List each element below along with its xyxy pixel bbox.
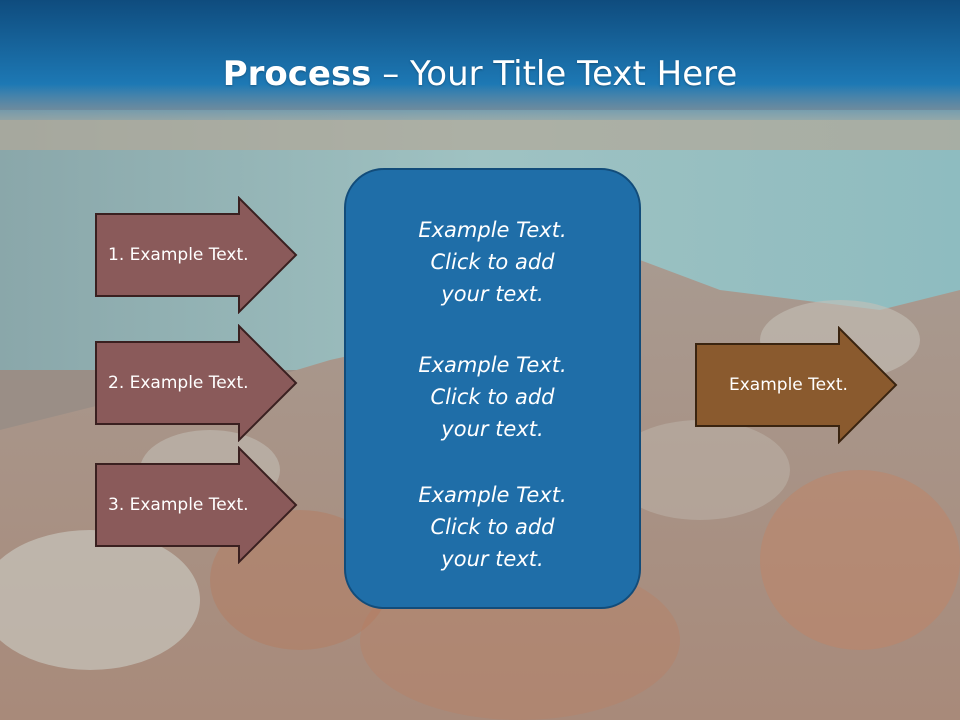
center-text-block-3[interactable]: Example Text. Click to add your text.: [346, 479, 639, 575]
center-text-line: Example Text.: [418, 218, 567, 242]
left-arrow-2[interactable]: 2. Example Text.: [94, 324, 300, 442]
center-text-line: your text.: [441, 417, 544, 441]
title-bold: Process: [222, 54, 372, 94]
center-text-line: your text.: [441, 547, 544, 571]
left-arrow-3-label: 3. Example Text.: [108, 495, 249, 515]
arrow-right-icon: [95, 446, 298, 564]
title-rest: – Your Title Text Here: [371, 54, 738, 94]
left-arrow-1[interactable]: 1. Example Text.: [94, 196, 300, 314]
right-arrow-label: Example Text.: [729, 375, 848, 395]
slide-title: Process – Your Title Text Here: [0, 52, 960, 96]
center-text-line: Click to add: [430, 515, 555, 539]
center-text-block-2[interactable]: Example Text. Click to add your text.: [346, 349, 639, 445]
arrow-right-icon: [695, 326, 898, 444]
center-text-line: Example Text.: [418, 353, 567, 377]
center-text-line: Click to add: [430, 250, 555, 274]
center-text-block-1[interactable]: Example Text. Click to add your text.: [346, 214, 639, 310]
center-text-line: Click to add: [430, 385, 555, 409]
arrow-right-icon: [95, 324, 298, 442]
center-content-box[interactable]: Example Text. Click to add your text. Ex…: [344, 168, 641, 609]
left-arrow-3[interactable]: 3. Example Text.: [94, 446, 300, 564]
right-arrow[interactable]: Example Text.: [694, 326, 900, 444]
center-text-line: your text.: [441, 282, 544, 306]
left-arrow-2-label: 2. Example Text.: [108, 373, 249, 393]
center-text-line: Example Text.: [418, 483, 567, 507]
left-arrow-1-label: 1. Example Text.: [108, 245, 249, 265]
arrow-right-icon: [95, 196, 298, 314]
